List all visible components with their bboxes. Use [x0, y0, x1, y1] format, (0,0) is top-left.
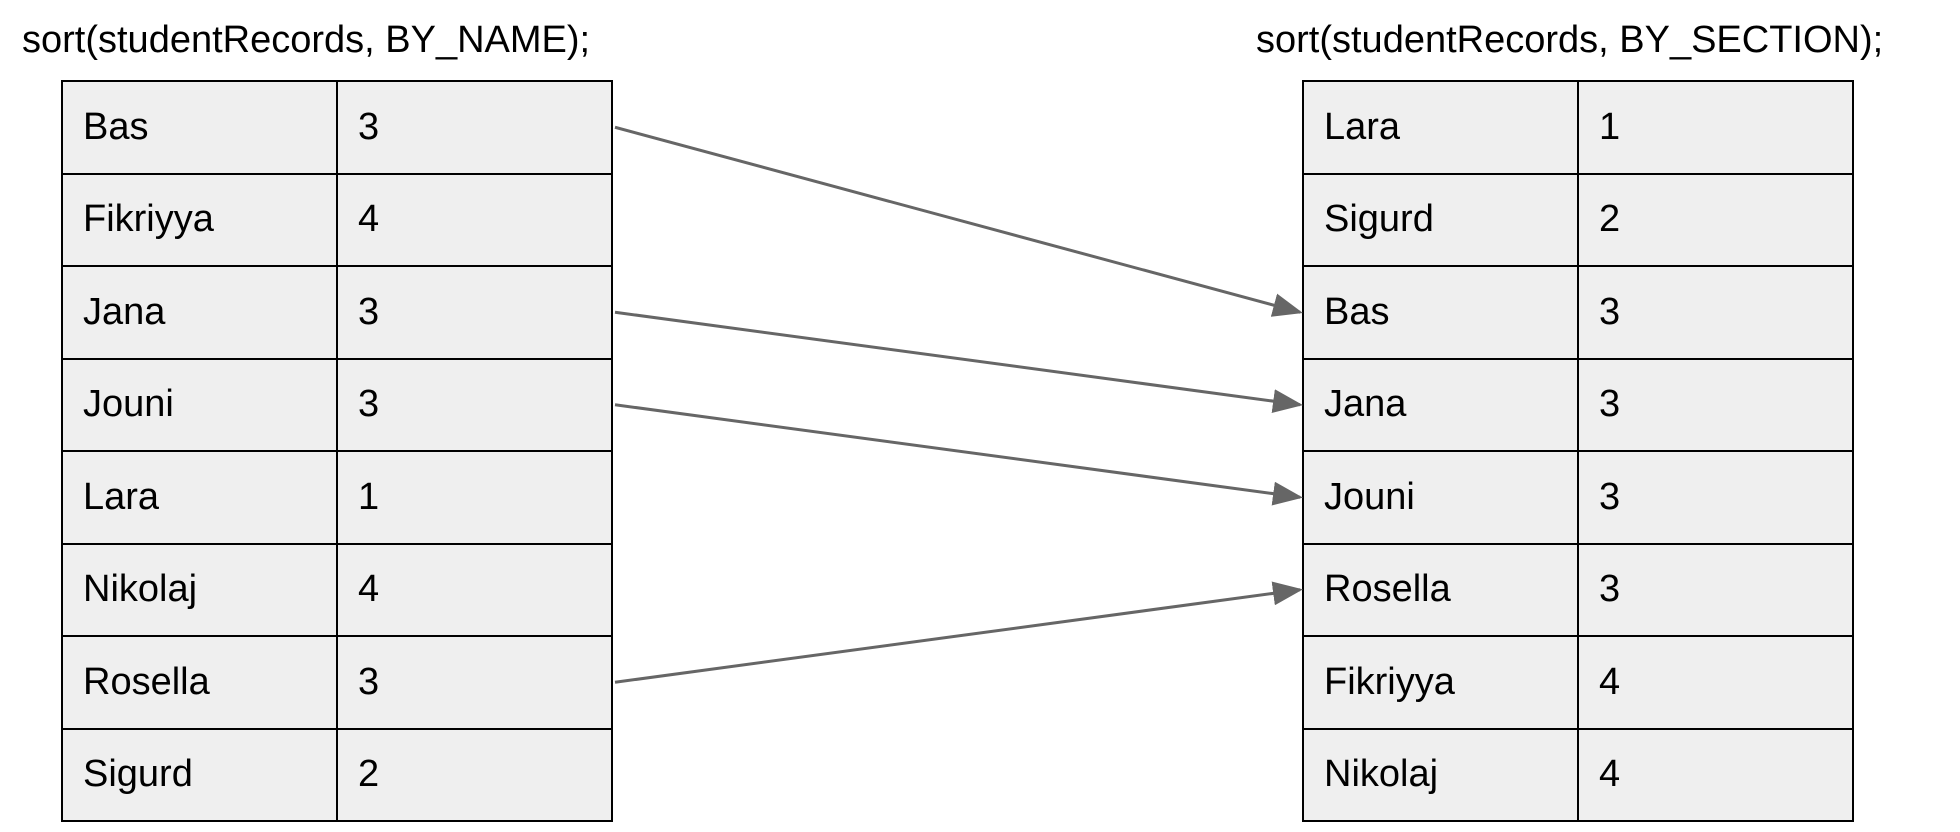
left-heading: sort(studentRecords, BY_NAME); [22, 19, 591, 61]
section-cell: 3 [336, 80, 613, 175]
arrow-jana [614, 310, 1303, 414]
right-heading: sort(studentRecords, BY_SECTION); [1256, 19, 1884, 61]
section-cell: 3 [1577, 450, 1854, 545]
name-cell: Jana [1302, 357, 1579, 452]
section-cell: 1 [1577, 80, 1854, 175]
name-cell: Bas [1302, 265, 1579, 360]
name-cell: Sigurd [61, 727, 338, 822]
name-cell: Rosella [1302, 542, 1579, 637]
section-cell: 3 [1577, 542, 1854, 637]
section-cell: 3 [336, 357, 613, 452]
section-cell: 4 [1577, 727, 1854, 822]
section-cell: 4 [1577, 635, 1854, 730]
section-cell: 1 [336, 450, 613, 545]
name-cell: Fikriyya [61, 172, 338, 267]
name-cell: Fikriyya [1302, 635, 1579, 730]
name-cell: Bas [61, 80, 338, 175]
arrow-rosella [614, 581, 1303, 684]
name-cell: Jana [61, 265, 338, 360]
name-cell: Rosella [61, 635, 338, 730]
name-cell: Nikolaj [61, 542, 338, 637]
name-cell: Lara [1302, 80, 1579, 175]
name-cell: Sigurd [1302, 172, 1579, 267]
name-cell: Nikolaj [1302, 727, 1579, 822]
section-cell: 2 [1577, 172, 1854, 267]
arrow-jouni [614, 403, 1303, 506]
name-cell: Jouni [61, 357, 338, 452]
arrow-bas [614, 125, 1303, 317]
section-cell: 3 [336, 635, 613, 730]
section-cell: 2 [336, 727, 613, 822]
section-cell: 3 [1577, 265, 1854, 360]
section-cell: 3 [336, 265, 613, 360]
section-cell: 4 [336, 542, 613, 637]
section-cell: 3 [1577, 357, 1854, 452]
name-cell: Jouni [1302, 450, 1579, 545]
name-cell: Lara [61, 450, 338, 545]
section-cell: 4 [336, 172, 613, 267]
